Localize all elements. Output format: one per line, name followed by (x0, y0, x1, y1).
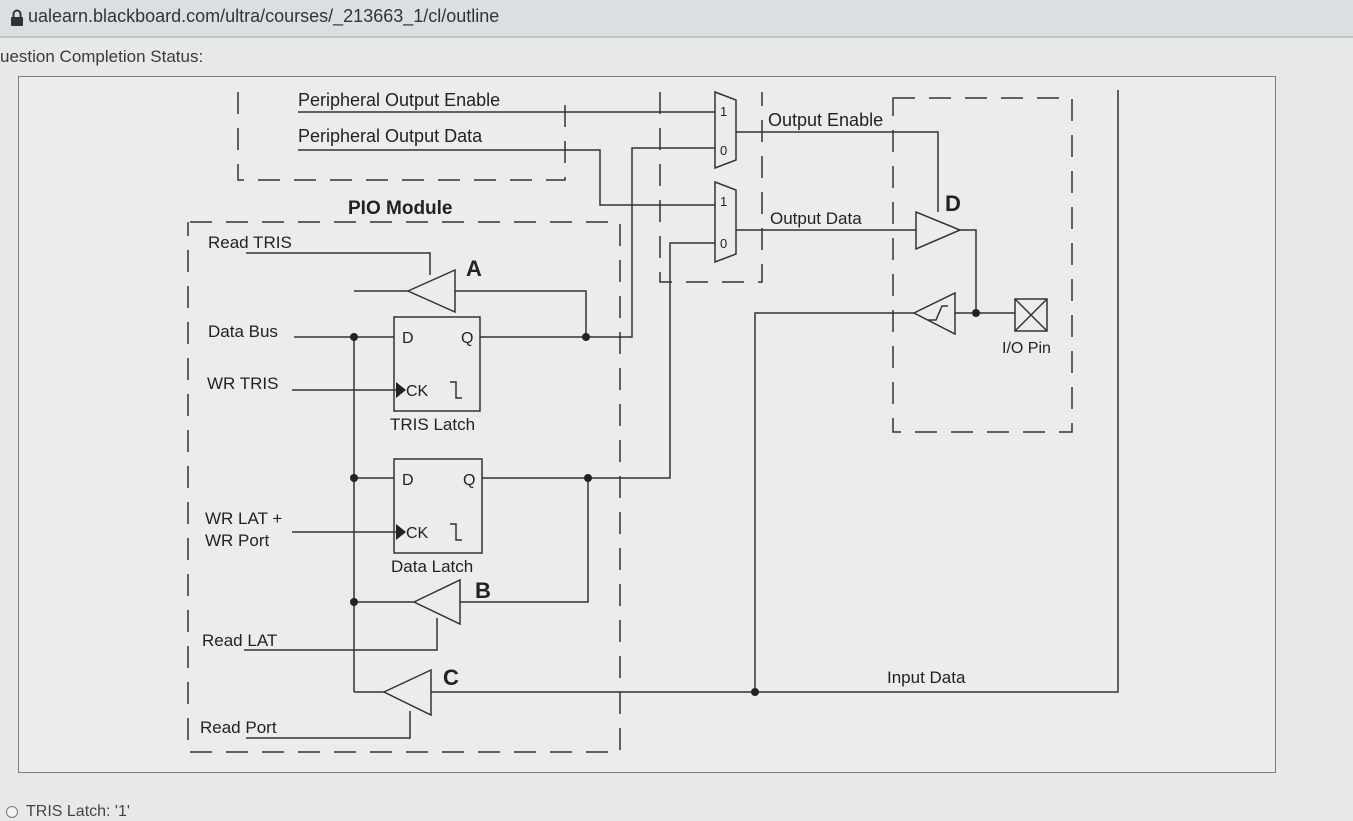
pio-module-title: PIO Module (348, 198, 453, 219)
mux1-input-0: 0 (720, 143, 727, 158)
lock-icon (11, 9, 23, 26)
data-latch-label: Data Latch (391, 557, 473, 576)
question-content-panel (18, 76, 1276, 773)
data-latch-d: D (402, 472, 414, 489)
answer-option-radio[interactable] (6, 806, 18, 818)
io-pin-label: I/O Pin (1002, 340, 1051, 357)
mux2-input-1: 1 (720, 194, 727, 209)
tris-latch-d: D (402, 330, 414, 347)
peripheral-output-data-label: Peripheral Output Data (298, 126, 483, 146)
url-text[interactable]: ualearn.blackboard.com/ultra/courses/_21… (28, 6, 500, 26)
browser-address-bar[interactable]: ualearn.blackboard.com/ultra/courses/_21… (0, 0, 1353, 38)
read-port-label: Read Port (200, 718, 277, 737)
marker-a: A (466, 256, 482, 281)
tris-latch-q: Q (461, 330, 473, 347)
marker-b: B (475, 578, 491, 603)
wr-port-label: WR Port (205, 531, 270, 550)
answer-option-label: TRIS Latch: '1' (26, 803, 130, 820)
answer-option[interactable]: TRIS Latch: '1' (6, 803, 130, 821)
data-latch-ck: CK (406, 525, 429, 542)
question-completion-status: uestion Completion Status: (0, 47, 204, 66)
input-data-label: Input Data (887, 668, 966, 687)
wr-lat-label: WR LAT + (205, 509, 282, 528)
output-enable-label: Output Enable (768, 110, 883, 130)
marker-d: D (945, 191, 961, 216)
peripheral-output-enable-label: Peripheral Output Enable (298, 90, 500, 110)
data-bus-label: Data Bus (208, 322, 278, 341)
data-latch-q: Q (463, 472, 475, 489)
read-lat-label: Read LAT (202, 631, 277, 650)
output-data-label: Output Data (770, 209, 862, 228)
tris-latch-ck: CK (406, 383, 429, 400)
read-tris-label: Read TRIS (208, 233, 292, 252)
wr-tris-label: WR TRIS (207, 374, 278, 393)
tris-latch-label: TRIS Latch (390, 415, 475, 434)
mux1-input-1: 1 (720, 104, 727, 119)
marker-c: C (443, 665, 459, 690)
mux2-input-0: 0 (720, 236, 727, 251)
